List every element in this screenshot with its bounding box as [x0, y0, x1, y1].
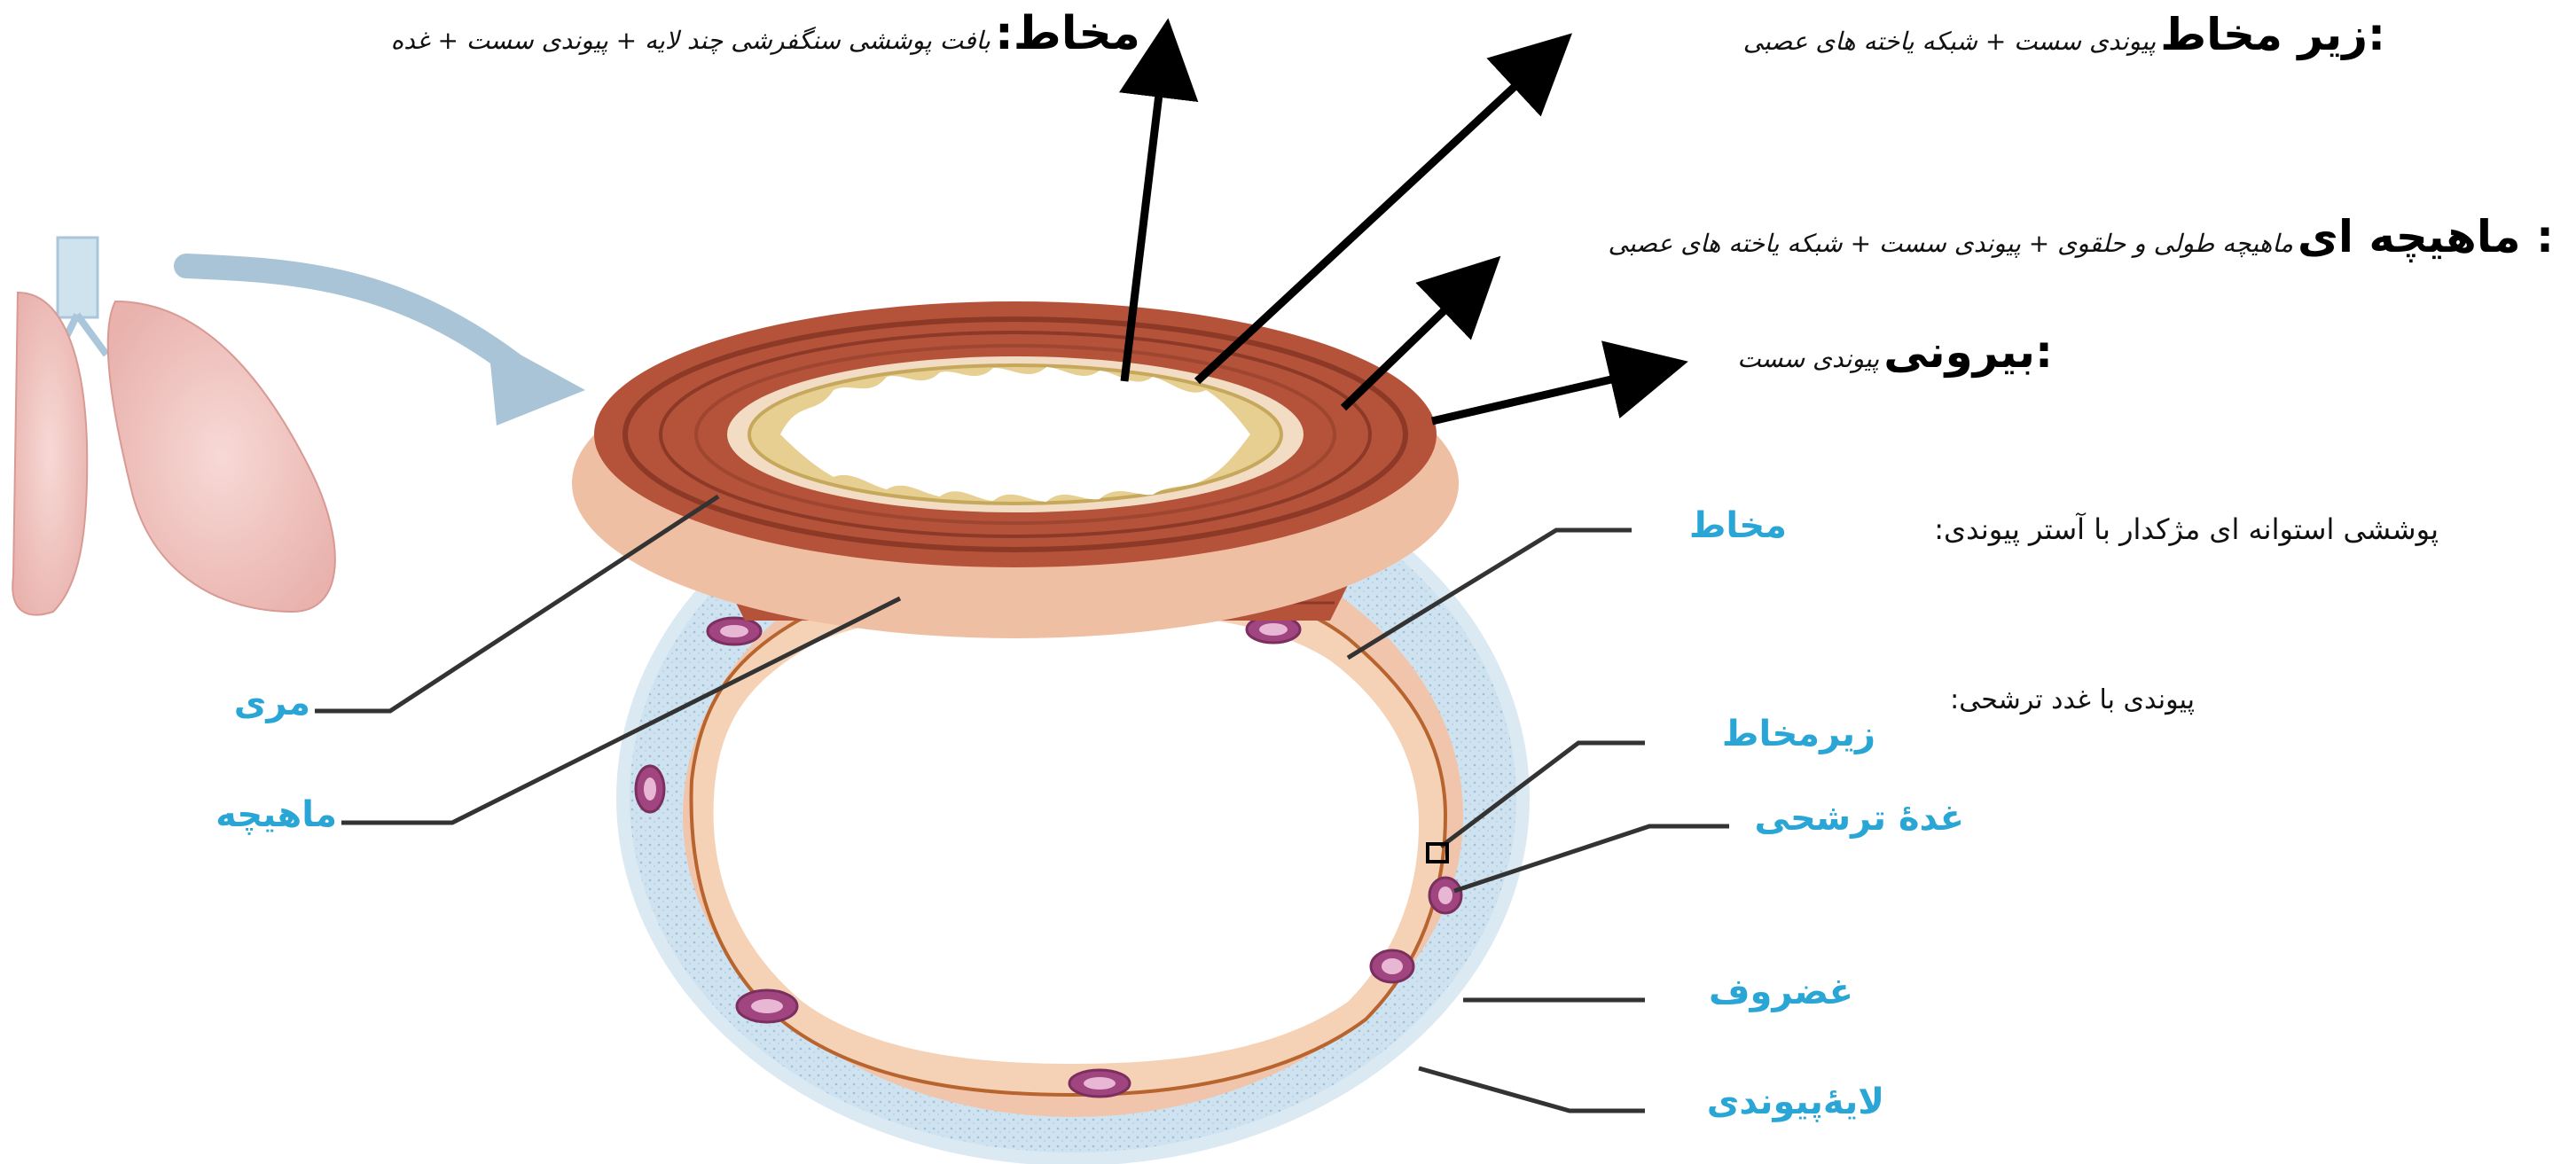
mucosa-description: پوششی استوانه ای مژکدار با آستر پیوندی: — [1787, 512, 2439, 546]
annotation-outer-term: :بیرونی — [1883, 326, 2053, 378]
label-mucosa: مخاط — [1640, 505, 1787, 546]
submucosa-description: پیوندی با غدد ترشحی: — [1875, 684, 2195, 715]
esophagus — [572, 301, 1459, 638]
annotation-outer: :بیرونی پیوندی سست — [1680, 326, 2053, 378]
label-muscle: ماهیچه — [142, 794, 337, 835]
annotation-submucosa-term: :زیر مخاط — [2160, 9, 2385, 60]
label-submucosa: زیرمخاط — [1654, 714, 1875, 754]
annotation-muscular-term: : ماهیچه ای — [2298, 211, 2554, 262]
annotation-muscular: : ماهیچه ای ماهیچه طولی و حلقوی + پیوندی… — [1494, 211, 2554, 262]
label-connective-layer: لایۀپیوندی — [1654, 1082, 1884, 1122]
arrow-outer — [1432, 371, 1649, 421]
label-secretory-gland: غدۀ ترشحی — [1742, 798, 1964, 839]
annotation-submucosa: :زیر مخاط پیوندی سست + شبکه یاخته های عص… — [1649, 9, 2385, 60]
leader-connective — [1419, 1068, 1645, 1111]
annotation-mucosa: مخاط: بافت پوششی سنگفرشی چند لایه + پیون… — [192, 7, 1140, 60]
annotation-outer-desc: پیوندی سست — [1737, 344, 1879, 373]
annotation-muscular-desc: ماهیچه طولی و حلقوی + پیوندی سست + شبکه … — [1609, 229, 2293, 258]
lungs-illustration — [12, 238, 585, 615]
trachea-lumen — [714, 612, 1419, 1064]
annotation-submucosa-desc: پیوندی سست + شبکه یاخته های عصبی — [1743, 27, 2156, 56]
arrow-submucosa — [1197, 60, 1543, 381]
annotation-mucosa-desc: بافت پوششی سنگفرشی چند لایه + پیوندی سست… — [391, 26, 990, 55]
annotation-mucosa-term: مخاط: — [995, 7, 1140, 60]
label-esophagus: مری — [168, 683, 310, 723]
label-cartilage: غضروف — [1654, 972, 1853, 1012]
